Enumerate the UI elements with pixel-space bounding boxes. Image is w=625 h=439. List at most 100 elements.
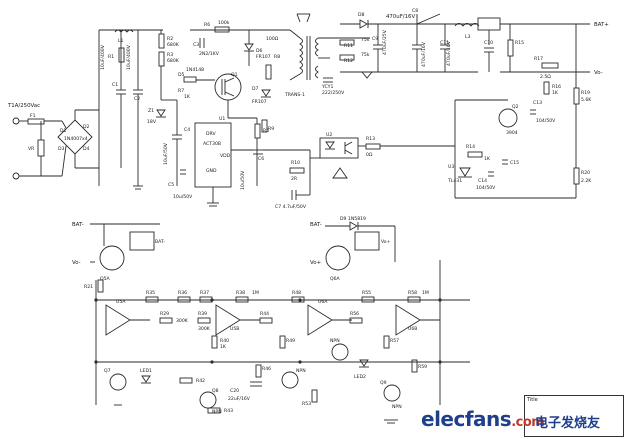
resistor-r8 [265, 64, 272, 80]
r42-label: R42 [196, 378, 205, 384]
c1-label: C1 [112, 82, 118, 88]
c3-label: C3 [193, 42, 199, 48]
varistor [37, 139, 45, 157]
ycy1-label: YCY1 [321, 84, 333, 90]
diode-d7 [261, 89, 271, 97]
r13-label: R13 [366, 136, 375, 142]
resistor-r56 [349, 317, 363, 324]
ycy1-value: 222/250V [322, 90, 345, 96]
fuse-label: T1A/250Vac [7, 103, 40, 109]
c15-label: C15 [510, 160, 519, 166]
ac-terminal-1 [12, 117, 20, 125]
r1-label: R1 [108, 54, 114, 60]
mosfet-q6a [325, 245, 351, 271]
transistor-q7 [109, 373, 127, 391]
r57-label: R57 [390, 338, 399, 344]
l1-label: L1 [118, 38, 124, 44]
startup-circuit: R2 680K R3 680K Z1 18V 10uF/50V C4 [147, 30, 190, 186]
r5-label: R5 [263, 128, 269, 134]
c14-label: C14 [478, 178, 487, 184]
c6-label: C6 [258, 156, 264, 162]
vo-minus-port: Vo- [594, 70, 603, 76]
optocoupler-u2 [319, 137, 359, 159]
d4-label: D4 [83, 146, 90, 152]
secondary-output: D8 470uF/16V C8 R11 75k R12 75k 470uF/25… [318, 8, 480, 79]
q7-label: Q7 [104, 368, 111, 374]
d6-value: FR107 [256, 54, 271, 60]
d8-label: D8 [358, 12, 365, 18]
primary-switch: Q1 D5 1N4148 R7 1K R8 100Ω D7 FR107 R5 [178, 36, 280, 186]
d7-label: D7 [252, 86, 259, 92]
inductor-l1 [114, 29, 134, 33]
resistor-r42 [179, 377, 193, 384]
resistor-r13 [365, 143, 381, 150]
q2-label: Q2 [512, 104, 519, 110]
r11-value: 75k [361, 37, 370, 43]
opamp-u5a [105, 304, 131, 336]
u1-pin-drv: DRV [206, 131, 216, 137]
r2-label: R2 [167, 36, 173, 42]
r21-label: R21 [84, 284, 93, 290]
q5-label: Q5A [100, 276, 111, 282]
u6b-label: U6B [408, 326, 417, 332]
u3-label: U3 [448, 164, 454, 170]
feedback-loop: U2 R13 0Ω R14 1K U3 TL431 C14 104/50V C1… [310, 99, 519, 198]
r15-label: R15 [515, 40, 524, 46]
r58-label: R58 [408, 290, 417, 296]
resistor-r20 [573, 167, 580, 185]
r14-label: R14 [466, 144, 475, 150]
resistor-r11 [339, 39, 355, 46]
r58-value: 1M [422, 290, 429, 296]
resistor-r36 [177, 296, 191, 303]
r16-label: R16 [552, 84, 561, 90]
diode-d9 [349, 221, 358, 231]
u6a-label: U6A [318, 299, 328, 305]
q6-label: Q6A [330, 276, 341, 282]
resistor-r21 [97, 279, 104, 293]
u5a-label: U5A [116, 299, 126, 305]
q2-value: 3904 [506, 130, 518, 136]
r3-value: 680K [167, 58, 180, 64]
d5-value: 1N4148 [186, 67, 204, 73]
c9-value: 470uF/25V [382, 29, 388, 55]
led1-label: LED1 [140, 368, 152, 374]
r8-value: 100Ω [266, 36, 279, 42]
resistor-r48 [291, 296, 305, 303]
c2-label: C2 [134, 96, 140, 102]
c4-value: 10uF/50V [163, 142, 169, 165]
r9-label: R9 [268, 126, 274, 132]
r19-value: 5.6K [581, 97, 592, 103]
resistor-r16 [543, 81, 550, 95]
inductor-l3 [454, 23, 480, 27]
resistor-r1 [118, 47, 125, 63]
mosfet-q5a [99, 245, 125, 271]
opamp-u6a [307, 304, 333, 336]
r10-label: R10 [291, 160, 300, 166]
transistor-q9b [383, 384, 401, 402]
q8-label: Q8 [212, 388, 219, 394]
q9-type: NPN [392, 404, 402, 410]
led2-label: LED2 [354, 374, 366, 380]
u1-pin-vdd: VDD [220, 153, 231, 159]
c13-value: 104/50V [536, 118, 556, 124]
r39-value: 300K [198, 326, 211, 332]
resistor-r39 [197, 317, 211, 324]
r40-label: R40 [220, 338, 229, 344]
c11b-value: 470uF/16V [446, 40, 452, 66]
led-1 [141, 375, 151, 383]
c1-value: 10uF/400V [100, 44, 106, 70]
u5b-label: U5B [230, 326, 239, 332]
r20-value: 2.2K [581, 178, 592, 184]
c20-label: C20 [230, 388, 239, 394]
c14-value: 104/50V [476, 185, 496, 191]
fuse-ref: F1 [30, 113, 36, 119]
r17-value: 2.5Ω [540, 74, 551, 80]
vo-right-port: Vo+ [310, 260, 321, 266]
shunt-regulator-u3 [459, 167, 471, 177]
resistor-r10 [289, 167, 305, 174]
watermark-chinese: 电子发烧友 [535, 416, 601, 431]
resistor-r35 [145, 296, 159, 303]
c2-value: 10uF/400V [126, 44, 132, 70]
u2-label: U2 [326, 132, 332, 138]
r20-label: R20 [581, 170, 590, 176]
